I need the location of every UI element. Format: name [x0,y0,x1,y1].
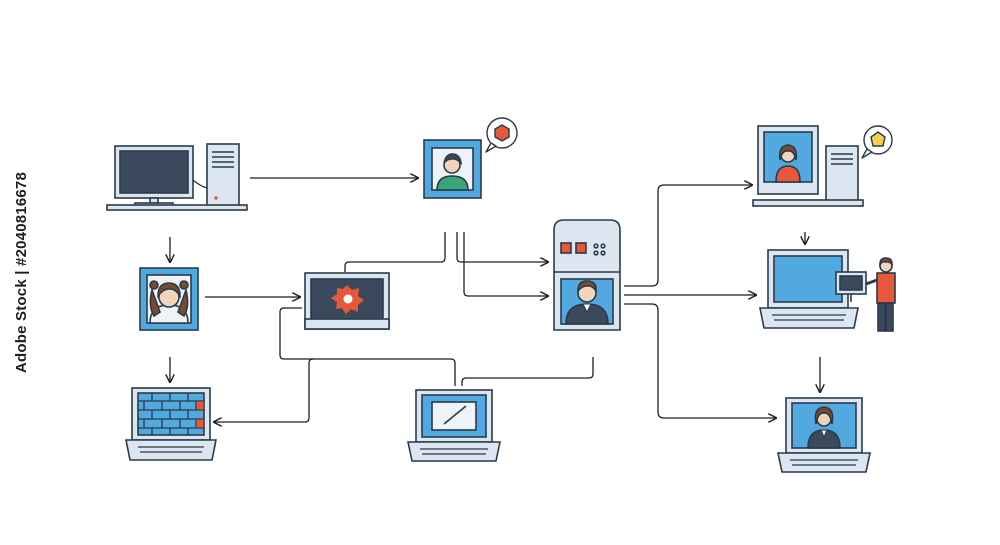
desktop-pc-icon [106,143,248,211]
desktop-woman-icon [752,125,864,207]
connector-profile-to-server-top [456,232,548,262]
connector-profile-to-virus-monitor [344,232,446,272]
connector-virus-to-laptop-tablet [279,307,456,386]
connector-profile-to-server-mid [463,232,548,296]
user-avatar-icon [423,139,482,199]
laptop-video-call-icon [777,397,871,473]
monitor-malware-icon [304,272,390,330]
girl-avatar-icon [139,267,199,331]
connector-loop-to-firewall [214,358,314,422]
chat-bubble-hexagon-icon [485,117,518,153]
chat-bubble-pentagon-icon [861,125,893,159]
connector-server-to-laptop-woman [624,303,776,418]
connectors [170,178,820,422]
connector-server-to-desktop-woman [624,185,752,287]
laptop-firewall-icon [125,387,217,461]
connector-server-to-laptop-tablet [461,357,594,386]
server-with-user-icon [553,219,621,331]
laptop-stylus-icon [407,389,501,462]
laptop-presenter-icon [759,249,896,332]
